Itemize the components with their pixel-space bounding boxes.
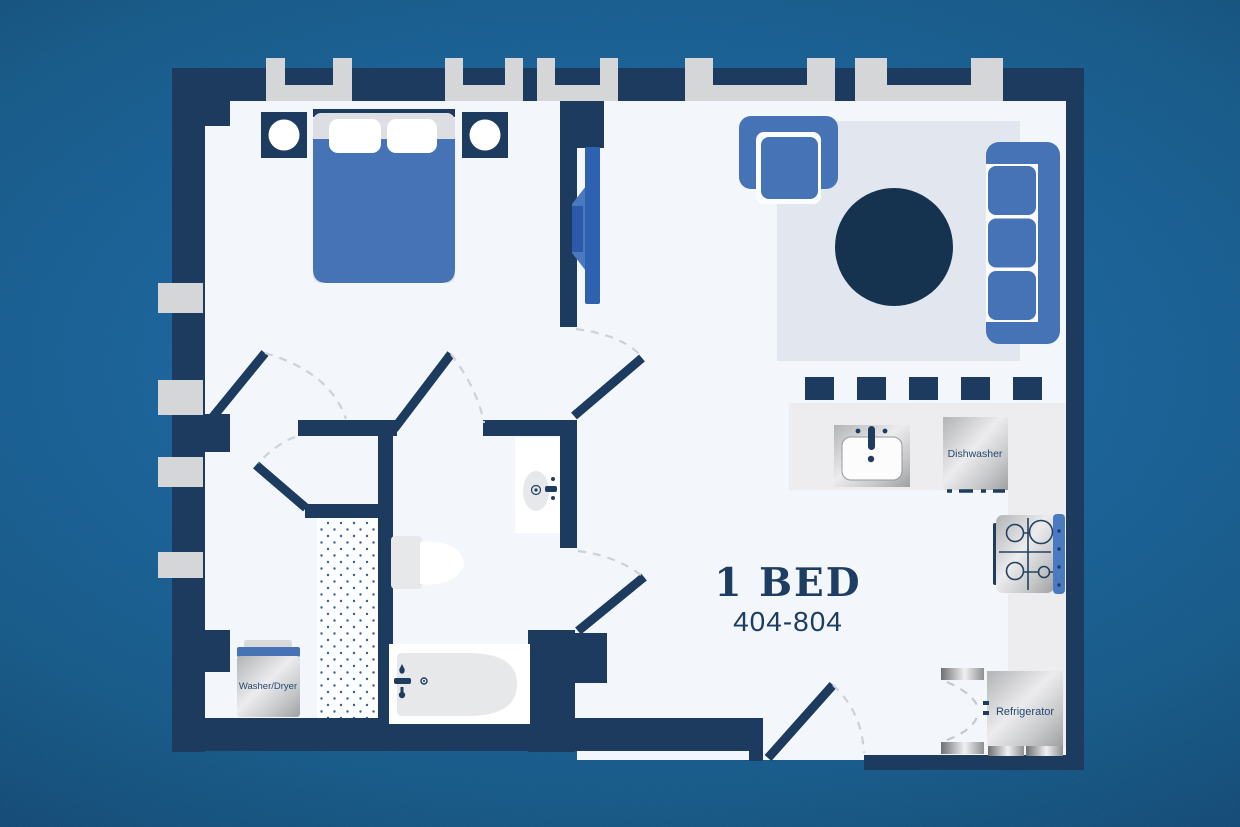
closet-carpet <box>317 518 378 725</box>
divider-wall-stub <box>560 94 604 148</box>
pillow <box>329 119 381 153</box>
window-icon <box>158 283 203 313</box>
door-leaf <box>571 354 645 420</box>
window-icon <box>266 58 352 101</box>
window-icon <box>537 58 618 101</box>
blanket <box>313 139 455 283</box>
bathtub-icon <box>389 644 530 724</box>
dishwasher-label: Dishwasher <box>947 448 1003 460</box>
coffee-table-icon <box>835 188 953 306</box>
entry-door-jamb <box>749 718 763 761</box>
left-wall-pier-2 <box>200 630 230 672</box>
nightstand-lamp-icon <box>261 112 307 158</box>
hall-wall-left <box>298 420 397 436</box>
door-arc <box>257 435 296 464</box>
corner-step <box>205 98 230 126</box>
bed-icon <box>313 109 455 283</box>
closet-wall <box>305 504 380 518</box>
door-leaf <box>208 350 269 421</box>
bar-stools <box>805 377 1042 400</box>
cooktop-icon <box>993 514 1065 594</box>
walls <box>172 68 1084 770</box>
window-icon <box>158 380 203 415</box>
wall-bottom-right <box>864 755 1084 770</box>
bar-stool-icon <box>909 377 938 400</box>
windows <box>158 58 1003 578</box>
bar-stool-icon <box>961 377 990 400</box>
bar-stool-icon <box>1013 377 1042 400</box>
bath-corner-wall-ext <box>575 633 607 683</box>
window-icon <box>855 58 1003 101</box>
refrigerator-icon <box>983 671 1063 756</box>
sofa-icon <box>986 142 1060 344</box>
bar-stool-icon <box>805 377 834 400</box>
door-swings <box>208 327 866 761</box>
bar-stool-icon <box>857 377 886 400</box>
tv-icon <box>572 147 600 304</box>
nightstand-lamp-icon <box>462 112 508 158</box>
door-arc <box>450 353 486 424</box>
window-icon <box>685 58 835 101</box>
door-leaf <box>764 682 837 761</box>
tv-wall <box>560 146 577 327</box>
kitchen-counter-top <box>789 403 1066 490</box>
wall-right <box>1066 68 1084 770</box>
window-icon <box>158 552 203 578</box>
door-leaf <box>390 351 455 432</box>
door-leaf <box>575 573 647 635</box>
door-leaf <box>253 461 309 512</box>
pillow <box>387 119 437 153</box>
door-arc <box>575 327 642 357</box>
window-icon <box>158 457 203 487</box>
door-arc <box>832 684 866 754</box>
door-arc <box>577 549 643 577</box>
hall-wall-right <box>483 420 577 436</box>
entry-closet-doors-icon <box>941 668 984 754</box>
plan-title: 1 BED <box>714 560 862 606</box>
washer-dryer-label: Washer/Dryer <box>238 681 298 692</box>
washer-dryer-icon <box>237 640 300 717</box>
refrigerator-label: Refrigerator <box>995 706 1055 718</box>
toilet-icon <box>391 536 464 589</box>
window-icon <box>445 58 523 101</box>
armchair-icon <box>739 116 838 204</box>
dishwasher-icon <box>943 417 1008 493</box>
vanity-wall <box>560 433 577 548</box>
bath-corner-wall <box>528 630 575 752</box>
kitchen-sink-icon <box>834 425 910 487</box>
unit-range-label: 404-804 <box>733 606 843 637</box>
vanity-sink-icon <box>515 438 560 533</box>
